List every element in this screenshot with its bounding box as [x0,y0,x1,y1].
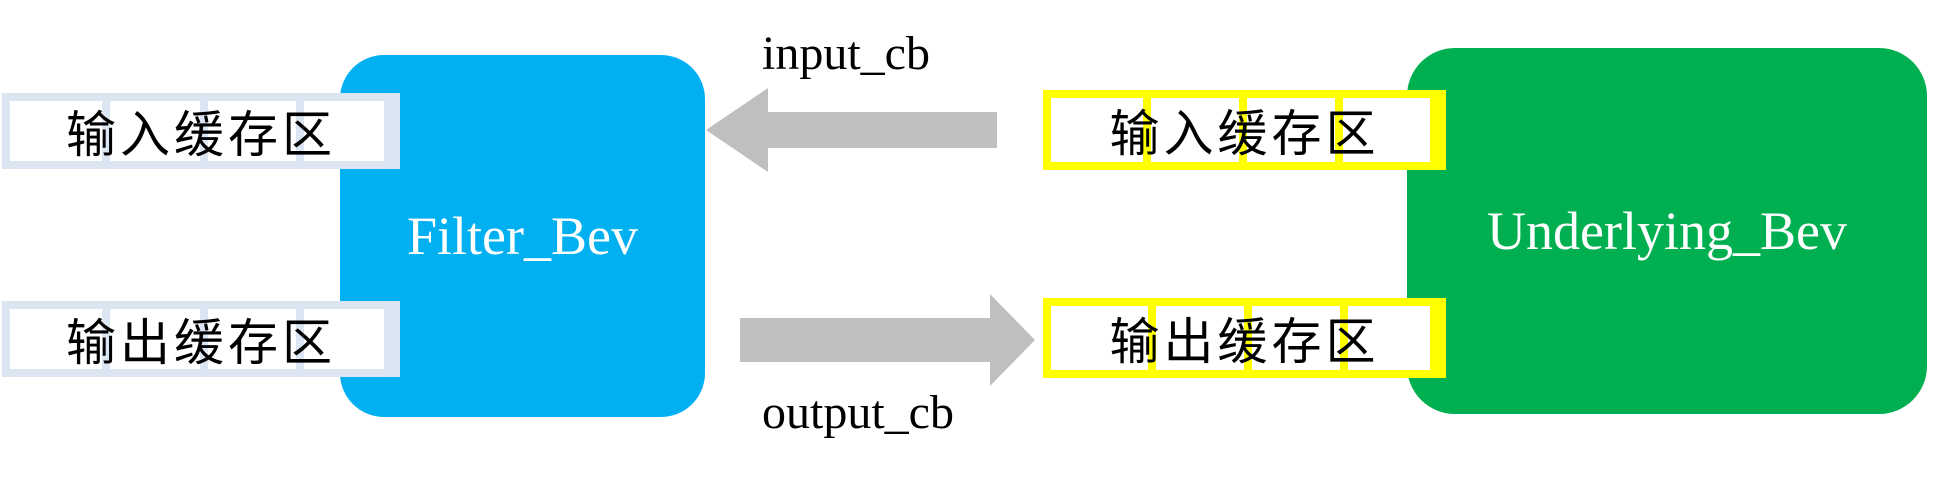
buffer-cell [110,101,208,161]
buffer-cell [208,309,304,369]
buffer-cell [1343,98,1438,162]
buffer-cell [10,101,110,161]
buffer-cell [10,309,110,369]
input-cb-arrow [706,88,997,172]
underlying-input-buffer: 输入缓存区 [1043,90,1446,170]
filter-input-buffer: 输入缓存区 [2,93,400,169]
buffer-cell [1247,98,1343,162]
output-cb-arrow [740,294,1035,386]
output-cb-label: output_cb [762,386,954,439]
buffer-cell [1051,98,1151,162]
buffer-cell [304,101,392,161]
buffer-cell [1051,306,1156,370]
underlying-bev-block: Underlying_Bev [1407,48,1927,414]
buffer-cell [1156,306,1252,370]
buffer-cell [1252,306,1348,370]
filter-output-buffer: 输出缓存区 [2,301,400,377]
filter-bev-label: Filter_Bev [407,206,638,266]
input-cb-label: input_cb [762,27,930,80]
buffer-cell [110,309,208,369]
filter-bev-block: Filter_Bev [340,55,705,417]
underlying-bev-label: Underlying_Bev [1487,201,1847,261]
buffer-cell [304,309,392,369]
buffer-cell [1151,98,1247,162]
buffer-cell [208,101,304,161]
underlying-output-buffer: 输出缓存区 [1043,298,1446,378]
buffer-cell [1348,306,1438,370]
